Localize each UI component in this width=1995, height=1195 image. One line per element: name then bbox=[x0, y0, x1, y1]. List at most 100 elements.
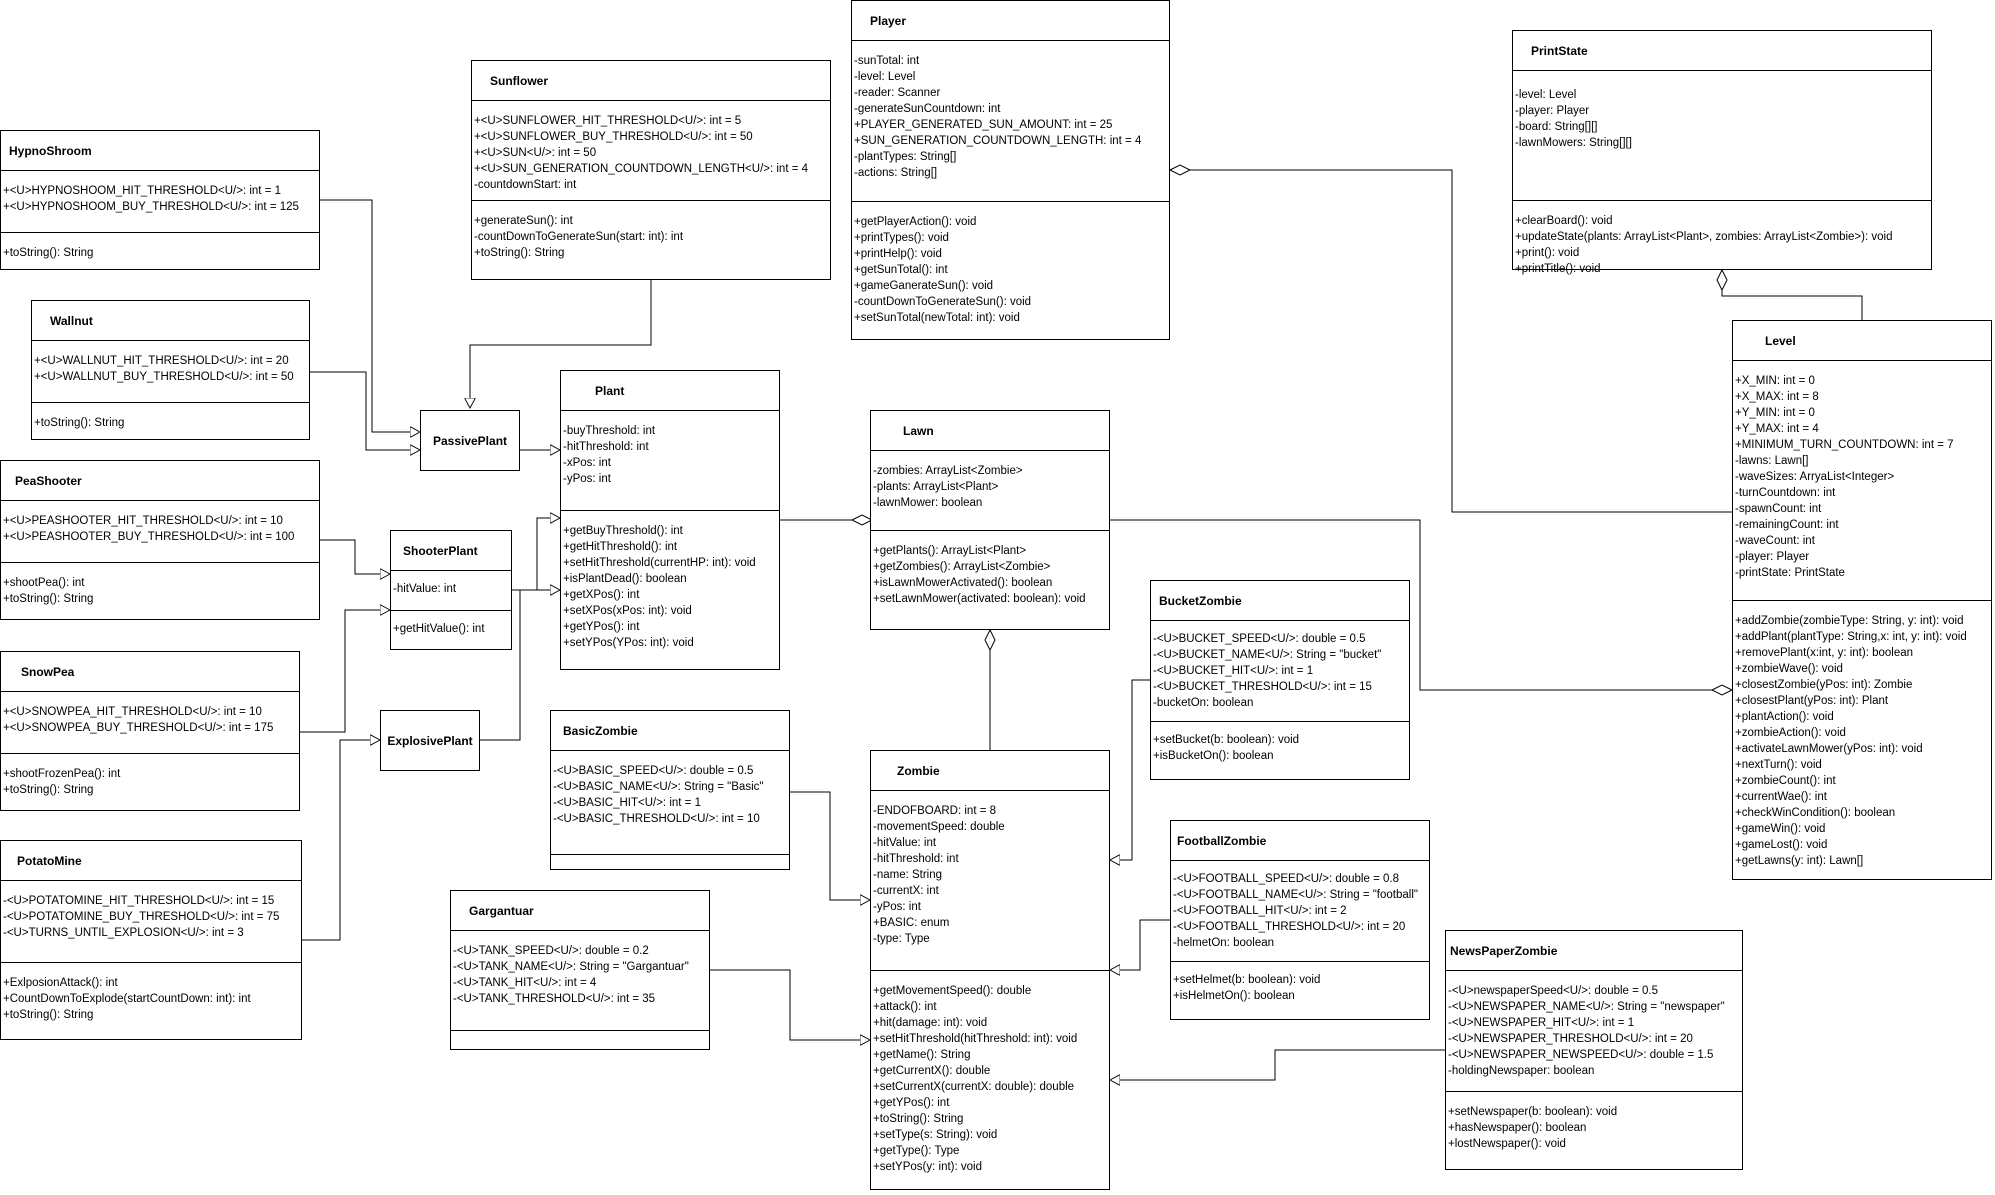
class-operation-row: +CountDownToExplode(startCountDown: int)… bbox=[3, 993, 251, 1005]
class-passiveplant[interactable]: PassivePlant bbox=[420, 410, 520, 471]
class-attribute-row: -board: String[][] bbox=[1515, 121, 1598, 133]
class-wallnut[interactable]: Wallnut +<U>WALLNUT_HIT_THRESHOLD<U/>: i… bbox=[31, 300, 310, 440]
class-attribute-row: -bucketOn: boolean bbox=[1153, 697, 1254, 709]
edge-lawn-level bbox=[1110, 519, 1712, 691]
class-attribute-row: -printState: PrintState bbox=[1735, 567, 1845, 579]
class-attribute-row: -<U>BASIC_THRESHOLD<U/>: int = 10 bbox=[553, 813, 760, 825]
diamond-lawn-zombie bbox=[984, 628, 996, 652]
class-attribute-row: -hitValue: int bbox=[393, 583, 457, 595]
class-player[interactable]: Player -sunTotal: int-level: Level-reade… bbox=[851, 0, 1170, 340]
class-attribute-row: +X_MIN: int = 0 bbox=[1735, 375, 1815, 387]
class-operation-row: +getYPos(): int bbox=[563, 621, 640, 633]
class-printstate-attributes: -level: Level-player: Player-board: Stri… bbox=[1513, 71, 1931, 201]
class-attribute-row: +X_MAX: int = 8 bbox=[1735, 391, 1819, 403]
class-attribute-row: -<U>FOOTBALL_NAME<U/>: String = "footbal… bbox=[1173, 889, 1418, 901]
class-attribute-row: -<U>BASIC_HIT<U/>: int = 1 bbox=[553, 797, 701, 809]
class-basiczombie[interactable]: BasicZombie -<U>BASIC_SPEED<U/>: double … bbox=[550, 710, 790, 870]
class-shooterplant[interactable]: ShooterPlant -hitValue: int +getHitValue… bbox=[390, 530, 512, 650]
class-attribute-row: -<U>BUCKET_SPEED<U/>: double = 0.5 bbox=[1153, 633, 1366, 645]
class-attribute-row: -waveSizes: ArryaList<Integer> bbox=[1735, 471, 1895, 483]
class-operation-row: +addPlant(plantType: String,x: int, y: i… bbox=[1735, 631, 1967, 643]
class-operation-row: +getLawns(y: int): Lawn[] bbox=[1735, 855, 1864, 867]
class-bucketzombie[interactable]: BucketZombie -<U>BUCKET_SPEED<U/>: doubl… bbox=[1150, 580, 1410, 780]
class-attribute-row: -name: String bbox=[873, 869, 943, 881]
class-bucketzombie-title: BucketZombie bbox=[1151, 581, 1409, 621]
class-zombie-operations: +getMovementSpeed(): double+attack(): in… bbox=[871, 971, 1109, 1181]
class-operation-row: +gameGanerateSun(): void bbox=[854, 280, 994, 292]
class-operation-row: +getHitValue(): int bbox=[393, 623, 485, 635]
class-plant[interactable]: Plant -buyThreshold: int-hitThreshold: i… bbox=[560, 370, 780, 670]
class-peashooter[interactable]: PeaShooter +<U>PEASHOOTER_HIT_THRESHOLD<… bbox=[0, 460, 320, 620]
class-plant-title: Plant bbox=[561, 371, 779, 411]
class-snowpea[interactable]: SnowPea +<U>SNOWPEA_HIT_THRESHOLD<U/>: i… bbox=[0, 651, 300, 811]
class-operation-row: +setBucket(b: boolean): void bbox=[1153, 734, 1300, 746]
class-operation-row: +checkWinCondition(): boolean bbox=[1735, 807, 1896, 819]
class-attribute-row: -countdownStart: int bbox=[474, 179, 577, 191]
class-operation-row: +getCurrentX(): double bbox=[873, 1065, 991, 1077]
class-operation-row: +plantAction(): void bbox=[1735, 711, 1834, 723]
class-operation-row: +getPlants(): ArrayList<Plant> bbox=[873, 545, 1027, 557]
class-hypnoshroom-title: HypnoShroom bbox=[1, 131, 319, 171]
class-sunflower-attributes: +<U>SUNFLOWER_HIT_THRESHOLD<U/>: int = 5… bbox=[472, 101, 830, 201]
class-attribute-row: +<U>HYPNOSHOOM_BUY_THRESHOLD<U/>: int = … bbox=[3, 201, 299, 213]
class-attribute-row: -<U>FOOTBALL_THRESHOLD<U/>: int = 20 bbox=[1173, 921, 1406, 933]
class-operation-row: +setHelmet(b: boolean): void bbox=[1173, 974, 1321, 986]
class-footballzombie[interactable]: FootballZombie -<U>FOOTBALL_SPEED<U/>: d… bbox=[1170, 820, 1430, 1020]
class-zombie[interactable]: Zombie -ENDOFBOARD: int = 8-movementSpee… bbox=[870, 750, 1110, 1190]
class-operation-row: +addZombie(zombieType: String, y: int): … bbox=[1735, 615, 1964, 627]
class-lawn-title: Lawn bbox=[871, 411, 1109, 451]
class-footballzombie-attributes: -<U>FOOTBALL_SPEED<U/>: double = 0.8-<U>… bbox=[1171, 861, 1429, 962]
class-operation-row: +zombieAction(): void bbox=[1735, 727, 1846, 739]
class-peashooter-operations: +shootPea(): int+toString(): String bbox=[1, 563, 319, 613]
edge-newspaperzombie-zombie bbox=[1110, 1049, 1445, 1080]
class-lawn[interactable]: Lawn -zombies: ArrayList<Zombie>-plants:… bbox=[870, 410, 1110, 630]
class-operation-row: +getYPos(): int bbox=[873, 1097, 950, 1109]
class-attribute-row: -<U>BASIC_NAME<U/>: String = "Basic" bbox=[553, 781, 764, 793]
edge-potatomine-explosiveplant bbox=[302, 740, 380, 941]
class-operation-row: +gameWin(): void bbox=[1735, 823, 1826, 835]
class-level[interactable]: Level +X_MIN: int = 0+X_MAX: int = 8+Y_M… bbox=[1732, 320, 1992, 880]
class-newspaperzombie[interactable]: NewsPaperZombie -<U>newspaperSpeed<U/>: … bbox=[1445, 930, 1743, 1170]
class-attribute-row: -yPos: int bbox=[563, 473, 611, 485]
class-attribute-row: +SUN_GENERATION_COUNTDOWN_LENGTH: int = … bbox=[854, 135, 1142, 147]
class-operation-row: +getName(): String bbox=[873, 1049, 971, 1061]
diamond-level-lawn bbox=[1710, 684, 1734, 696]
class-gargantuar-attributes: -<U>TANK_SPEED<U/>: double = 0.2-<U>TANK… bbox=[451, 931, 709, 1031]
class-snowpea-attributes: +<U>SNOWPEA_HIT_THRESHOLD<U/>: int = 10+… bbox=[1, 692, 299, 754]
class-attribute-row: -<U>BUCKET_HIT<U/>: int = 1 bbox=[1153, 665, 1314, 677]
class-hypnoshroom-attributes: +<U>HYPNOSHOOM_HIT_THRESHOLD<U/>: int = … bbox=[1, 171, 319, 233]
class-operation-row: +print(): void bbox=[1515, 247, 1580, 259]
class-operation-row: +generateSun(): int bbox=[474, 215, 573, 227]
class-attribute-row: +Y_MIN: int = 0 bbox=[1735, 407, 1815, 419]
class-printstate[interactable]: PrintState -level: Level-player: Player-… bbox=[1512, 30, 1932, 275]
class-sunflower[interactable]: Sunflower +<U>SUNFLOWER_HIT_THRESHOLD<U/… bbox=[471, 60, 831, 280]
class-operation-row: -countDownToGenerateSun(start: int): int bbox=[474, 231, 684, 243]
class-operation-row: +printHelp(): void bbox=[854, 248, 942, 260]
class-operation-row: +getHitThreshold(): int bbox=[563, 541, 678, 553]
class-potatomine[interactable]: PotatoMine -<U>POTATOMINE_HIT_THRESHOLD<… bbox=[0, 840, 302, 1040]
class-operation-row: +getZombies(): ArrayList<Zombie> bbox=[873, 561, 1051, 573]
class-operation-row: +ExlposionAttack(): int bbox=[3, 977, 118, 989]
class-potatomine-attributes: -<U>POTATOMINE_HIT_THRESHOLD<U/>: int = … bbox=[1, 881, 301, 963]
class-bucketzombie-operations: +setBucket(b: boolean): void+isBucketOn(… bbox=[1151, 722, 1409, 770]
class-attribute-row: -<U>BUCKET_NAME<U/>: String = "bucket" bbox=[1153, 649, 1382, 661]
class-operation-row: +isHelmetOn(): boolean bbox=[1173, 990, 1295, 1002]
class-hypnoshroom[interactable]: HypnoShroom +<U>HYPNOSHOOM_HIT_THRESHOLD… bbox=[0, 130, 320, 270]
class-operation-row: +lostNewspaper(): void bbox=[1448, 1138, 1566, 1150]
class-explosiveplant[interactable]: ExplosivePlant bbox=[380, 710, 480, 771]
class-player-title: Player bbox=[852, 1, 1169, 41]
class-attribute-row: -zombies: ArrayList<Zombie> bbox=[873, 465, 1023, 477]
class-attribute-row: -player: Player bbox=[1515, 105, 1590, 117]
class-attribute-row: -<U>BUCKET_THRESHOLD<U/>: int = 15 bbox=[1153, 681, 1372, 693]
class-operation-row: +hit(damage: int): void bbox=[873, 1017, 988, 1029]
class-gargantuar[interactable]: Gargantuar -<U>TANK_SPEED<U/>: double = … bbox=[450, 890, 710, 1050]
class-attribute-row: -hitValue: int bbox=[873, 837, 937, 849]
class-peashooter-attributes: +<U>PEASHOOTER_HIT_THRESHOLD<U/>: int = … bbox=[1, 501, 319, 563]
class-attribute-row: -currentX: int bbox=[873, 885, 939, 897]
class-basiczombie-attributes: -<U>BASIC_SPEED<U/>: double = 0.5-<U>BAS… bbox=[551, 751, 789, 855]
class-player-operations: +getPlayerAction(): void+printTypes(): v… bbox=[852, 202, 1169, 332]
class-operation-row: -countDownToGenerateSun(): void bbox=[854, 296, 1032, 308]
class-operation-row: +getXPos(): int bbox=[563, 589, 640, 601]
